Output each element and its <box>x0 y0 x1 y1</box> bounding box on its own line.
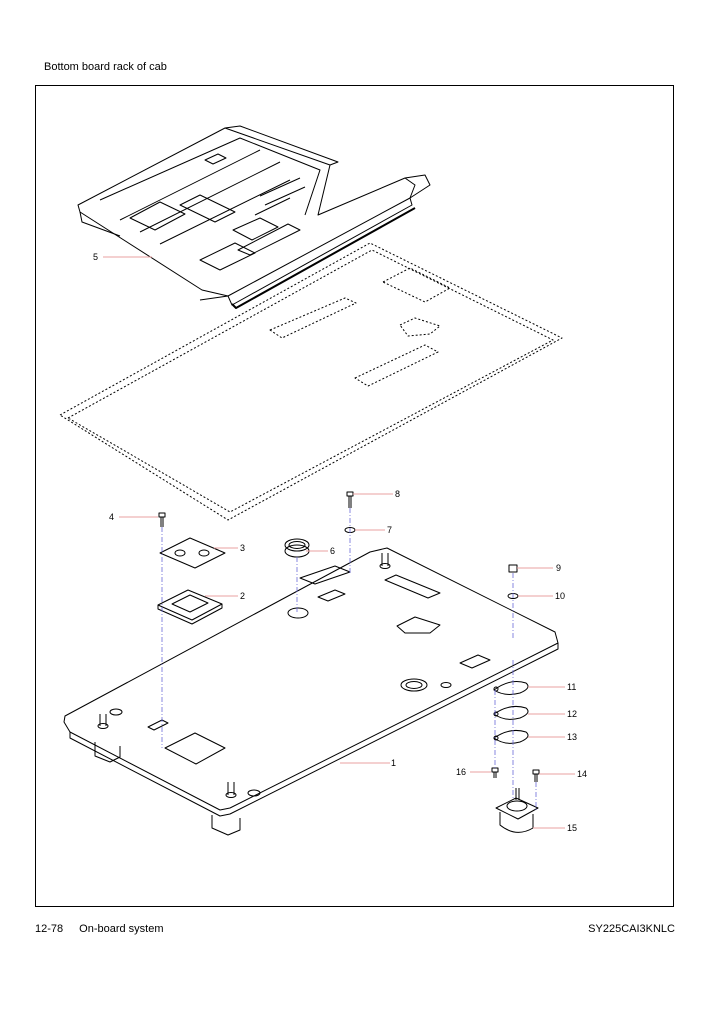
callout-13: 13 <box>567 732 577 742</box>
part-16-screw <box>491 767 499 778</box>
callout-1: 1 <box>391 758 396 768</box>
callout-16: 16 <box>456 767 466 777</box>
part-11-plate <box>493 681 529 695</box>
part-6-ring <box>284 538 310 558</box>
callout-7: 7 <box>387 525 392 535</box>
centerlines <box>161 508 537 810</box>
part-2-bracket <box>157 589 223 625</box>
part-14-screw <box>532 769 540 782</box>
part-9-nut <box>508 564 518 573</box>
callout-12: 12 <box>567 709 577 719</box>
callout-9: 9 <box>556 563 561 573</box>
leader-lines <box>103 256 575 829</box>
model-code: SY225CAI3KNLC <box>588 923 675 935</box>
callout-2: 2 <box>240 591 245 601</box>
callout-labels: 1 2 3 4 5 6 7 8 9 10 11 12 13 14 15 16 <box>93 252 587 833</box>
footer-left: 12-78 On-board system <box>35 923 164 935</box>
callout-14: 14 <box>577 769 587 779</box>
callout-6: 6 <box>330 546 335 556</box>
part-15-actuator <box>495 788 539 833</box>
part-13-plate <box>493 730 529 744</box>
part-4-bolt <box>158 512 166 527</box>
section-name: On-board system <box>79 923 164 935</box>
mat-outline-dashed <box>59 242 563 521</box>
page-title: Bottom board rack of cab <box>44 61 167 73</box>
part-12-plate <box>493 706 529 720</box>
page-number: 12-78 <box>35 923 64 935</box>
callout-15: 15 <box>567 823 577 833</box>
diagram-frame <box>35 85 674 907</box>
part-3-gasket <box>159 537 226 569</box>
part-5-floor-mat <box>77 125 431 309</box>
part-8-bolt <box>346 491 354 508</box>
part-1-base-plate <box>63 547 559 836</box>
callout-10: 10 <box>555 591 565 601</box>
callout-3: 3 <box>240 543 245 553</box>
callout-11: 11 <box>567 682 576 692</box>
callout-8: 8 <box>395 489 400 499</box>
callout-4: 4 <box>109 512 114 522</box>
callout-5: 5 <box>93 252 98 262</box>
